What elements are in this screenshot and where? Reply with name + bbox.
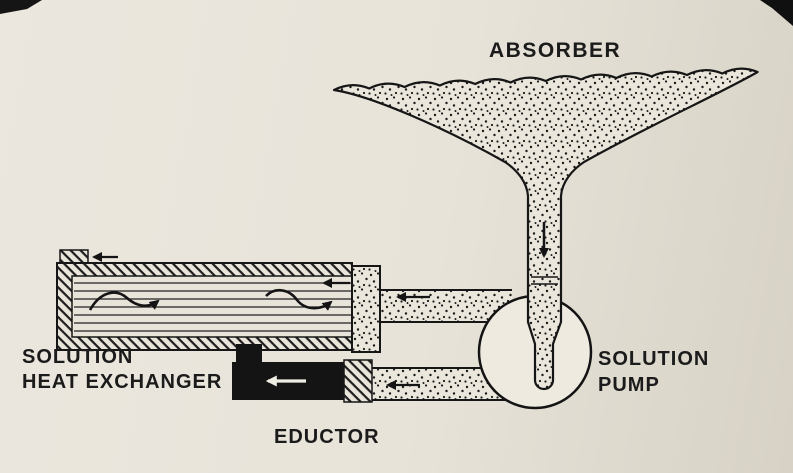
scan-mark-top-left: [0, 0, 42, 14]
eductor: [232, 344, 373, 403]
heat-exchanger-cavity-wall: [71, 275, 352, 338]
absorber-body: [332, 67, 759, 391]
heat-exchanger-return-channel: [351, 265, 381, 353]
eductor-connector: [343, 359, 373, 403]
solution-heat-exchanger: [56, 249, 381, 353]
pump-label-line2: PUMP: [598, 374, 660, 396]
downcomer-joint: [531, 276, 558, 285]
eductor-label: EDUCTOR: [274, 426, 380, 448]
absorber: [332, 67, 759, 391]
serpentine-flow-arrow-icon: [265, 288, 333, 311]
heat-exchanger-label-line2: HEAT EXCHANGER: [22, 371, 222, 393]
heat-exchanger-label-line1: SOLUTION: [22, 346, 133, 368]
scan-mark-top-right: [760, 0, 793, 26]
serpentine-flow-arrow-icon: [88, 291, 160, 311]
pump-label-line1: SOLUTION: [598, 348, 709, 370]
heat-exchanger-tubes: [74, 282, 352, 332]
absorber-label: ABSORBER: [489, 39, 621, 62]
